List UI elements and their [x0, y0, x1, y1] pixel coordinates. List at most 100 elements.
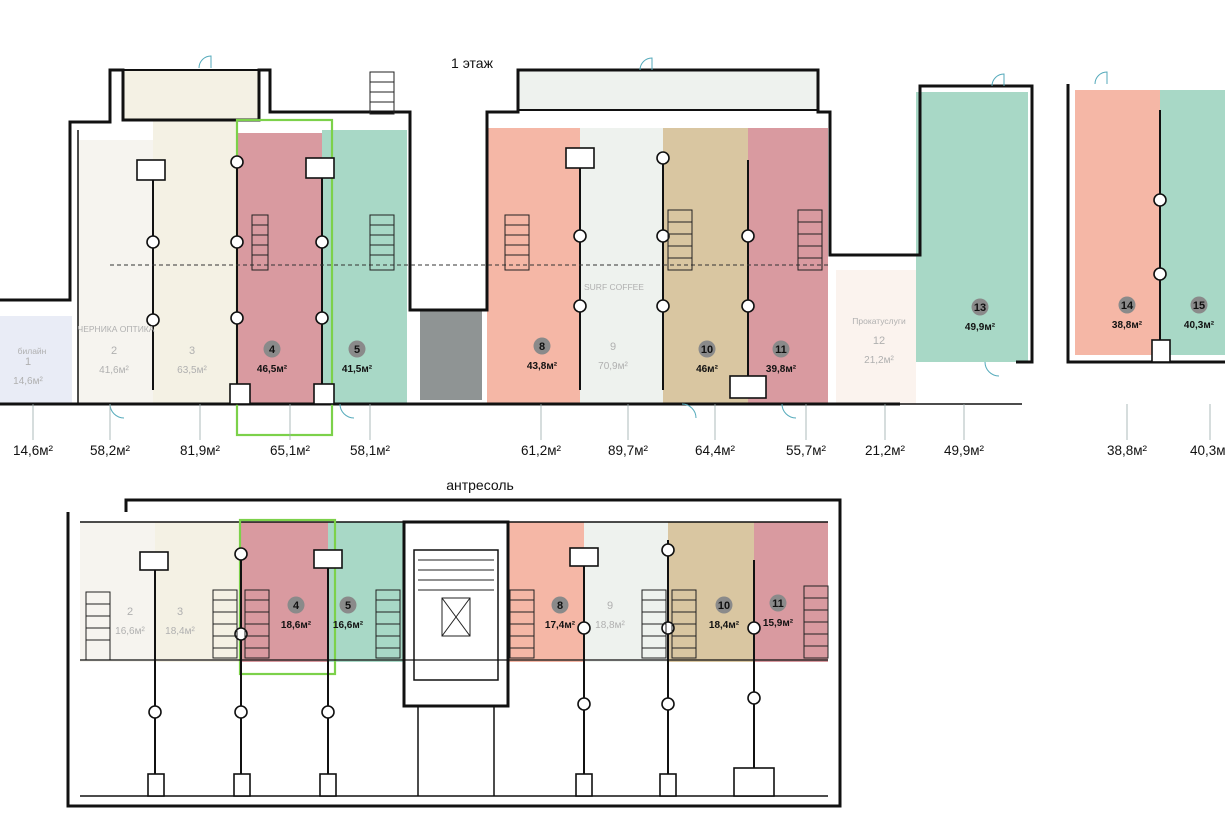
stair-core-inner	[413, 549, 499, 681]
unit-total-area: 55,7м²	[786, 443, 827, 458]
ground-unit-4[interactable]: 446,5м²	[257, 340, 288, 376]
unit-number-badge	[348, 340, 366, 358]
unit-number-badge	[1118, 296, 1136, 314]
unit-area: 63,5м²	[177, 365, 207, 376]
unit-number: 2	[111, 345, 117, 357]
unit-9-fill[interactable]	[580, 128, 663, 404]
ground-unit-8[interactable]: 843,8м²	[527, 337, 558, 373]
unit-number: 13	[974, 302, 986, 314]
unit-12-fill[interactable]	[836, 270, 916, 404]
ground-doors	[109, 55, 1108, 419]
mezz-unit-9[interactable]: 9 18,8м²	[595, 600, 625, 631]
unit-total-area: 49,9м²	[944, 443, 985, 458]
tenant-name: Прокатуслуги	[852, 316, 906, 326]
unit-area: 18,4м²	[165, 626, 195, 637]
tenant-name: SURF COFFEE	[584, 282, 644, 292]
unit-total-area: 89,7м²	[608, 443, 649, 458]
unit-area: 41,5м²	[342, 364, 373, 375]
mezz-unit-11-fill[interactable]	[754, 522, 828, 662]
mezz-unit-9-fill[interactable]	[584, 522, 668, 662]
unit-total-area: 81,9м²	[180, 443, 221, 458]
mezz-unit-4-fill[interactable]	[240, 522, 328, 662]
unit-number-badge	[287, 596, 305, 614]
unit-3-fill[interactable]	[153, 120, 237, 404]
unit-11-fill[interactable]	[748, 128, 828, 404]
unit-14-fill[interactable]	[1075, 90, 1160, 355]
unit-number: 8	[557, 600, 563, 612]
unit-number-badge	[339, 596, 357, 614]
mezz-unit-5[interactable]: 516,6м²	[333, 596, 364, 632]
unit-13-fill[interactable]	[916, 92, 1028, 362]
unit-8-fill[interactable]	[487, 128, 580, 404]
ground-unit-5[interactable]: 541,5м²	[342, 340, 373, 376]
unit-number-badge	[533, 337, 551, 355]
unit-total-area: 58,1м²	[350, 443, 391, 458]
ground-unit-14[interactable]: 14 38,8м²	[1112, 296, 1143, 332]
mezz-unit-3-fill[interactable]	[155, 522, 240, 662]
unit-number-badge	[715, 596, 733, 614]
unit-area: 14,6м²	[13, 376, 43, 387]
unit-15-fill[interactable]	[1160, 90, 1225, 355]
unit-number: 1	[25, 356, 31, 368]
unit-area: 21,2м²	[864, 355, 894, 366]
unit-10-fill[interactable]	[663, 128, 748, 404]
mezz-columns	[139, 540, 775, 797]
mezz-unit-3[interactable]: 318,4м²	[165, 606, 195, 637]
unit-number: 11	[775, 344, 787, 356]
unit-area: 46,5м²	[257, 364, 288, 375]
elevator-block	[420, 310, 482, 400]
mezz-unit-10-fill[interactable]	[668, 522, 754, 662]
floor-title-ground: 1 этаж	[451, 55, 494, 71]
unit-total-area: 40,3м²	[1190, 443, 1225, 458]
unit-area: 38,8м²	[1112, 320, 1143, 331]
unit-number-badge	[772, 340, 790, 358]
ground-unit-3[interactable]: 363,5м²	[177, 345, 207, 376]
stairs-ground	[251, 71, 823, 271]
unit-number: 8	[539, 341, 545, 353]
unit-number: 12	[873, 335, 885, 347]
unit-area: 16,6м²	[333, 620, 364, 631]
unit-number-badge	[551, 596, 569, 614]
unit-number: 10	[718, 600, 730, 612]
unit-total-area: 61,2м²	[521, 443, 562, 458]
ground-unit-9[interactable]: 9 70,9м² SURF COFFEE	[584, 282, 644, 372]
unit-number: 10	[701, 344, 713, 356]
unit-number: 15	[1193, 300, 1205, 312]
unit-number: 14	[1121, 300, 1134, 312]
unit-area: 46м²	[696, 364, 719, 375]
unit-1-fill[interactable]	[0, 316, 72, 404]
mezz-unit-8-fill[interactable]	[508, 522, 584, 662]
floor-title-mezzanine: антресоль	[446, 477, 514, 493]
unit-total-area: 21,2м²	[865, 443, 906, 458]
wall-outline-main	[0, 68, 1034, 364]
stair-core-steps	[418, 559, 494, 637]
mezz-unit-8[interactable]: 817,4м²	[545, 596, 576, 632]
unit-total-area: 64,4м²	[695, 443, 736, 458]
unit-5-fill[interactable]	[322, 130, 407, 404]
unit-total-area: 65,1м²	[270, 443, 311, 458]
mezz-unit-5-fill[interactable]	[328, 522, 403, 662]
unit-number: 2	[127, 606, 133, 618]
ground-floor	[0, 55, 1225, 437]
annex-center	[517, 69, 819, 111]
mezz-unit-2[interactable]: 216,6м²	[115, 606, 145, 637]
unit-2-fill[interactable]	[78, 140, 153, 404]
unit-area: 18,8м²	[595, 620, 625, 631]
ground-unit-12[interactable]: 12 21,2м² Прокатуслуги	[852, 316, 906, 366]
mezz-unit-4[interactable]: 418,6м²	[281, 596, 312, 632]
unit-number: 9	[607, 600, 613, 612]
unit-total-area: 14,6м²	[13, 443, 54, 458]
ground-unit-10[interactable]: 10 46м²	[696, 340, 719, 376]
unit-area: 70,9м²	[598, 361, 628, 372]
mezz-wall-outline	[66, 498, 842, 808]
unit-number: 9	[610, 341, 616, 353]
unit-area: 15,9м²	[763, 618, 794, 629]
